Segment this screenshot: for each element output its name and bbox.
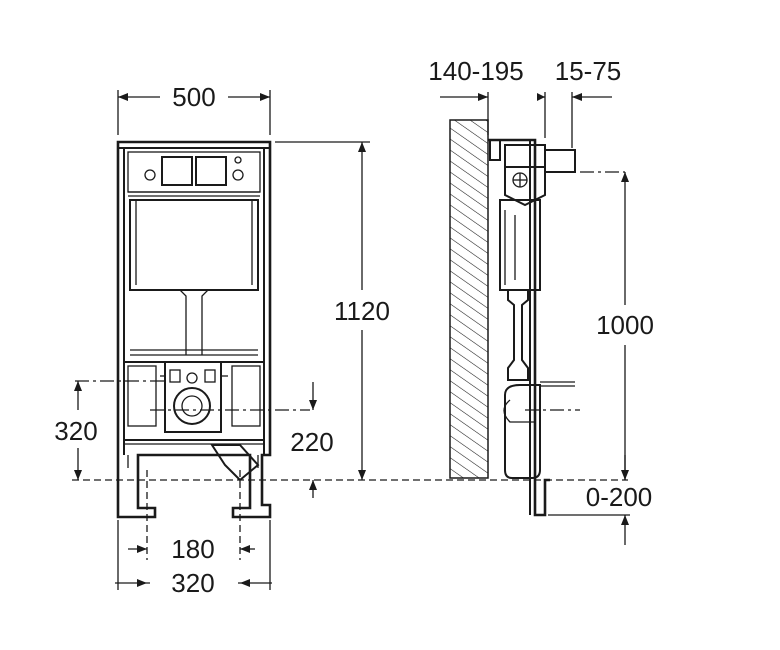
- dim-label-1000: 1000: [596, 310, 654, 340]
- dimension-foot-outer: 320: [115, 520, 272, 598]
- wall-section: [449, 119, 489, 479]
- dim-label-500: 500: [172, 82, 215, 112]
- dimension-frame-height: 1120: [275, 141, 390, 480]
- dimension-floor-adjust: 0-200: [586, 455, 653, 545]
- frame-outline: [116, 140, 272, 519]
- dim-label-0-200: 0-200: [586, 482, 653, 512]
- dim-label-1120: 1120: [334, 296, 390, 326]
- dimension-outlet-height: 320: [54, 381, 98, 480]
- dim-label-140-195: 140-195: [428, 56, 523, 86]
- dimension-pipe-offset: 15-75: [537, 56, 621, 148]
- dim-label-320-width: 320: [171, 568, 214, 598]
- dim-label-180: 180: [171, 534, 214, 564]
- side-view: [449, 119, 630, 517]
- front-view: [75, 140, 310, 560]
- dimension-foot-inner: 180: [128, 534, 255, 564]
- dimension-flush-height: 1000: [596, 172, 654, 480]
- dimension-frame-width: 500: [117, 82, 271, 135]
- dimension-outlet-offset: 220: [290, 382, 334, 498]
- dimension-wall-distance: 140-195: [428, 56, 524, 135]
- dim-label-15-75: 15-75: [555, 56, 622, 86]
- dim-label-220: 220: [290, 427, 333, 457]
- dim-label-320-height: 320: [54, 416, 97, 446]
